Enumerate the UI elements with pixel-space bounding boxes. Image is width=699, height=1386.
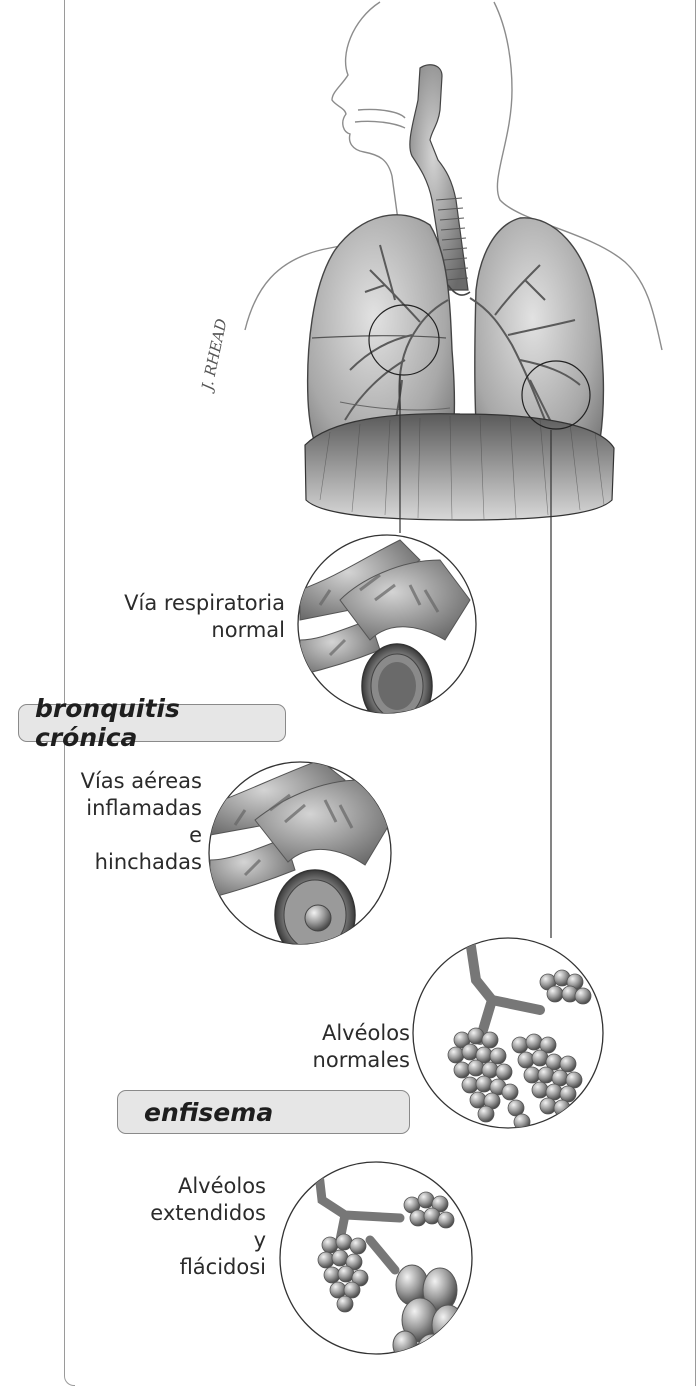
stretched-alveoli-label: Alvéolos extendidos y flácidosi: [140, 1173, 266, 1281]
chronic-bronchitis-title: bronquitis crónica: [35, 694, 285, 752]
normal-airway-label: Vía respiratoria normal: [110, 590, 285, 644]
stretched-alveoli-circle: [280, 1162, 472, 1362]
emphysema-tag: enfisema: [117, 1090, 410, 1134]
inflamed-airways-circle: [209, 760, 392, 960]
body-outline: [245, 2, 662, 350]
normal-alveoli-circle: [413, 938, 603, 1130]
diaphragm: [305, 414, 614, 520]
emphysema-title: enfisema: [144, 1098, 273, 1127]
chronic-bronchitis-tag: bronquitis crónica: [18, 704, 286, 742]
normal-alveoli-label: Alvéolos normales: [290, 1020, 410, 1074]
inflamed-airways-label: Vías aéreas inflamadas e hinchadas: [80, 768, 202, 876]
normal-airway-circle: [298, 535, 476, 728]
